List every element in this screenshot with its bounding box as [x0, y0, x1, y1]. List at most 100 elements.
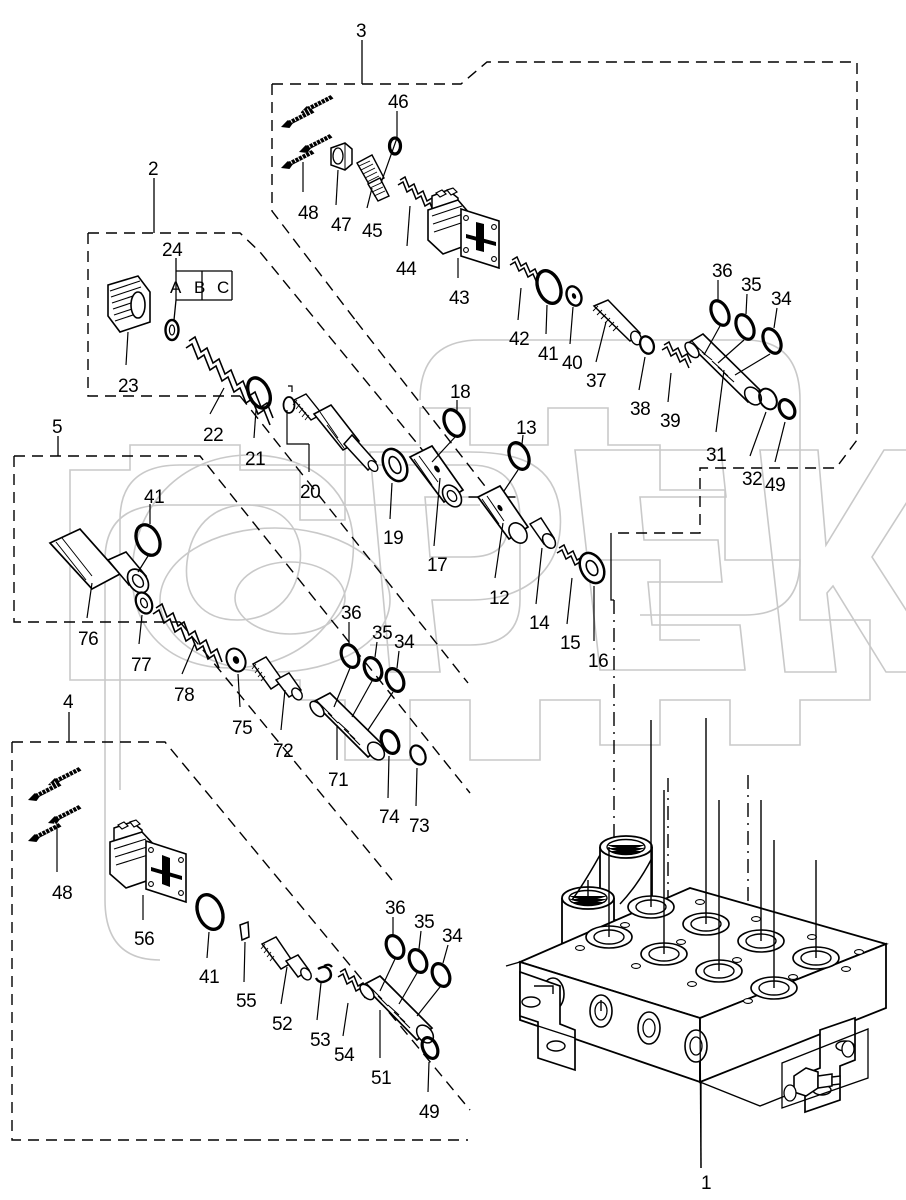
callout-label-49: 49 — [419, 1102, 440, 1123]
housing-assembly-leaders — [534, 718, 817, 1011]
washer-16 — [578, 551, 606, 585]
callout-label-32: 32 — [742, 469, 763, 490]
group-leader-lines — [57, 40, 363, 742]
group-5-parts — [48, 504, 427, 807]
group-boundary-2 — [87, 232, 520, 684]
callout-label-22: 22 — [203, 425, 224, 446]
washer-75 — [225, 647, 247, 673]
spring-78 — [152, 602, 223, 669]
callout-label-49: 49 — [765, 475, 786, 496]
oring-41-top — [535, 269, 563, 305]
washer-19 — [381, 447, 409, 483]
spool-20 — [292, 393, 379, 472]
group-2-parts — [107, 258, 379, 472]
valve-body-17 — [408, 444, 465, 508]
callout-label-40: 40 — [562, 353, 583, 374]
valve-cartridge-51 — [359, 974, 435, 1044]
spool-52 — [260, 936, 312, 981]
oring-41-bottom — [195, 893, 225, 931]
washer-38 — [638, 335, 656, 355]
bolt-48a — [296, 92, 337, 117]
oring-36-bottom — [384, 934, 406, 960]
middle-row-parts — [381, 400, 606, 641]
housing-mounting-ear-left — [519, 970, 576, 1072]
callout-label-53: 53 — [310, 1030, 331, 1051]
valve-body-76 — [48, 527, 150, 594]
oring-46 — [387, 136, 403, 156]
bolt-48d — [295, 131, 336, 156]
oring-34-mid — [384, 667, 406, 693]
retainer-53 — [314, 963, 333, 984]
washer-24-A — [164, 318, 180, 342]
sleeve-14 — [528, 517, 557, 550]
bolt-48c — [277, 147, 318, 172]
oring-21 — [245, 376, 273, 410]
callout-label-77: 77 — [131, 655, 152, 676]
callout-label-35: 35 — [741, 275, 762, 296]
oring-35-top — [734, 313, 756, 341]
callout-label-48: 48 — [52, 883, 73, 904]
callout-label-41: 41 — [538, 344, 559, 365]
callout-label-46: 46 — [388, 92, 409, 113]
callout-label-75: 75 — [232, 718, 253, 739]
housing-hex-plug — [793, 1067, 841, 1097]
group-label-4: 4 — [63, 692, 74, 713]
housing-top-boltholes — [574, 899, 865, 1004]
callout-label-1: 1 — [701, 1173, 712, 1194]
callout-label-34: 34 — [394, 632, 415, 653]
callout-label-54: 54 — [334, 1045, 355, 1066]
callout-label-14: 14 — [529, 613, 550, 634]
oring-35-bottom — [407, 948, 429, 974]
nut-47 — [330, 142, 353, 171]
abc-bracket — [173, 258, 233, 321]
callout-label-18: 18 — [450, 382, 471, 403]
oring-34-bottom — [430, 962, 452, 988]
group-label-3: 3 — [356, 21, 367, 42]
bolt-48g — [44, 802, 85, 827]
callout-label-35: 35 — [414, 912, 435, 933]
spring-42 — [509, 255, 540, 284]
callout-label-39: 39 — [660, 411, 681, 432]
callout-label-44: 44 — [396, 259, 417, 280]
callout-label-23: 23 — [118, 376, 139, 397]
oring-18 — [442, 408, 466, 438]
callout-label-42: 42 — [509, 329, 530, 350]
spring-39 — [661, 340, 692, 369]
group-boundary-3 — [271, 61, 858, 534]
callout-label-c: C — [217, 278, 229, 297]
spring-22 — [185, 335, 274, 426]
ring-49-top — [777, 398, 797, 420]
bolt-48f — [24, 779, 65, 804]
callout-label-56: 56 — [134, 929, 155, 950]
callout-label-37: 37 — [586, 371, 607, 392]
group-label-5: 5 — [52, 417, 63, 438]
callout-label-34: 34 — [771, 289, 792, 310]
washer-77 — [134, 591, 154, 615]
callout-label-21: 21 — [245, 449, 266, 470]
callout-label-13: 13 — [516, 418, 537, 439]
callout-label-52: 52 — [272, 1014, 293, 1035]
washer-20-front — [282, 396, 296, 414]
callout-label-74: 74 — [379, 807, 400, 828]
oring-41-mid — [134, 523, 162, 557]
group-boundary-5 — [13, 455, 471, 881]
callout-label-15: 15 — [560, 633, 581, 654]
callout-label-71: 71 — [328, 770, 349, 791]
oring-36-top — [709, 299, 731, 327]
bolt-48h — [24, 820, 65, 845]
callout-label-78: 78 — [174, 685, 195, 706]
callout-label-76: 76 — [78, 629, 99, 650]
pin-55 — [239, 920, 250, 942]
callout-label-16: 16 — [588, 651, 609, 672]
callout-label-24: 24 — [162, 240, 183, 261]
valve-body-12 — [476, 484, 530, 544]
watermark-gear-outline — [69, 339, 871, 961]
oring-13 — [507, 441, 531, 471]
callout-label-41: 41 — [144, 487, 165, 508]
oring-36-mid — [339, 643, 361, 669]
callout-label-43: 43 — [449, 288, 470, 309]
callout-label-19: 19 — [383, 528, 404, 549]
plug-23 — [107, 275, 151, 333]
